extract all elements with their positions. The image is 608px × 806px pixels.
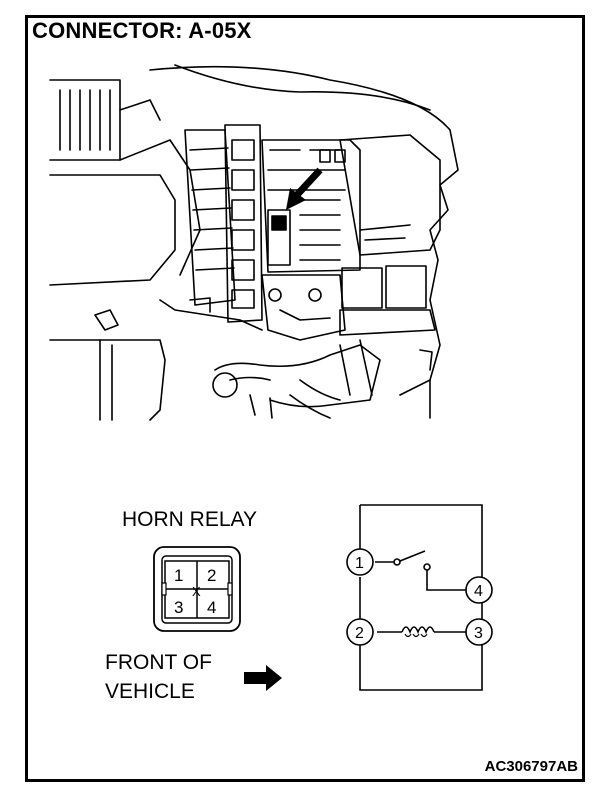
schematic-pin-2: 2 [355,625,364,642]
schematic-pin-1-terminal: 1 [346,548,374,576]
connector-pin-2: 2 [207,566,216,585]
schematic-pin-4-terminal: 4 [465,576,493,604]
schematic-pin-2-terminal: 2 [346,618,374,646]
connector-center-mark: X [192,584,201,599]
schematic-pin-4: 4 [474,583,483,600]
schematic-pin-3: 3 [474,625,483,642]
connector-title: CONNECTOR: A-05X [32,18,252,43]
front-of-vehicle-label-line1: FRONT OF [105,651,212,674]
front-of-vehicle-label-line2: VEHICLE [105,680,195,703]
diagram-frame [25,15,585,782]
connector-pin-4: 4 [207,598,216,617]
schematic-pin-3-terminal: 3 [465,618,493,646]
figure-reference-code: AC306797AB [484,758,578,775]
connector-pin-3: 3 [174,598,183,617]
schematic-pin-1: 1 [355,555,364,572]
connector-pin-1: 1 [174,566,183,585]
location-arrow [286,167,323,210]
horn-relay-label: HORN RELAY [122,508,257,531]
